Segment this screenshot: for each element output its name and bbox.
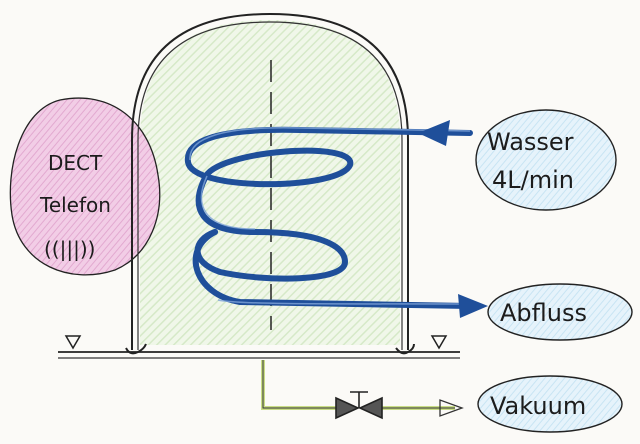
vacuum-label: Vakuum: [490, 392, 586, 420]
phone-label-line1: DECT: [48, 151, 103, 175]
valve-icon: [335, 391, 383, 420]
water-inlet-arrow: [418, 120, 450, 146]
antenna-icon: ((|||)): [44, 237, 95, 261]
dect-phone-bubble: [9, 97, 161, 276]
water-label-line2: 4L/min: [492, 166, 574, 194]
drain-outlet-arrow: [458, 294, 488, 318]
phone-label-line2: Telefon: [39, 193, 111, 217]
chamber-dome: [131, 12, 409, 350]
vacuum-bubble: [477, 375, 623, 433]
cooling-coil: [184, 126, 473, 309]
water-label-line1: Wasser: [487, 128, 574, 156]
support-triangle-right: [430, 335, 448, 350]
drain-bubble: [487, 283, 633, 341]
support-triangle-left: [64, 335, 82, 350]
drain-label: Abfluss: [500, 299, 587, 327]
water-bubble: [475, 109, 617, 211]
vacuum-arrow: [439, 399, 464, 417]
